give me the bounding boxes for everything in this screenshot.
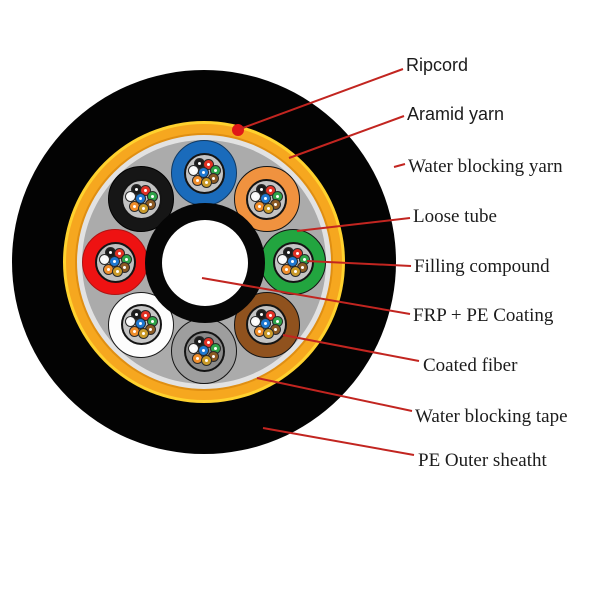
coated-fiber-dot (273, 191, 283, 201)
coated-fiber-dot (125, 317, 135, 327)
coated-fiber-dot (188, 165, 198, 175)
coated-fiber-dot (266, 185, 276, 195)
coated-fiber-dot (109, 256, 119, 266)
label-filling-compound: Filling compound (414, 256, 550, 277)
coated-fiber-dot (210, 165, 220, 175)
coated-fiber-dot (297, 262, 307, 272)
coated-fiber-dot (103, 264, 113, 274)
coated-fiber-dot (114, 248, 124, 258)
coated-fiber-dot (99, 254, 109, 264)
coated-fiber-dot (112, 266, 122, 276)
label-loose-tube: Loose tube (413, 206, 497, 227)
coated-fiber-dot (194, 336, 204, 346)
coated-fiber-dot (135, 193, 145, 203)
label-ripcord: Ripcord (406, 55, 469, 75)
coated-fiber-dot (192, 175, 202, 185)
coated-fiber-dot (271, 199, 281, 209)
coated-fiber-dot (264, 329, 274, 339)
coated-fiber-dot (188, 343, 198, 353)
coated-fiber-dot (138, 203, 148, 213)
coated-fiber-dot (198, 345, 208, 355)
coated-fiber-dot (283, 247, 293, 257)
coated-fiber-dot (255, 201, 265, 211)
coated-fiber-dot (257, 184, 267, 194)
coated-fiber-dot (203, 337, 213, 347)
coated-fiber-dot (210, 343, 220, 353)
coated-fiber-dot (131, 310, 141, 320)
coated-fiber-dot (131, 184, 141, 194)
coated-fiber-dot (273, 317, 283, 327)
coated-fiber-dot (201, 177, 211, 187)
coated-fiber-dot (201, 355, 211, 365)
coated-fiber-dot (121, 254, 131, 264)
coated-fiber-dot (135, 319, 145, 329)
coated-fiber-dot (290, 266, 300, 276)
coated-fiber-dot (255, 327, 265, 337)
coated-fiber-dot (147, 191, 157, 201)
coated-fiber-dot (129, 327, 139, 337)
coated-fiber-dot (261, 319, 271, 329)
coated-fiber-dot (119, 262, 129, 272)
coated-fiber-dot (264, 203, 274, 213)
coated-fiber-dot (277, 254, 287, 264)
coated-fiber-dot (138, 329, 148, 339)
coated-fiber-dot (192, 353, 202, 363)
coated-fiber-dot (251, 191, 261, 201)
coated-fiber-dot (105, 247, 115, 257)
coated-fiber-dot (208, 173, 218, 183)
coated-fiber-dot (261, 193, 271, 203)
coated-fiber-dot (129, 201, 139, 211)
coated-fiber-dot (251, 317, 261, 327)
coated-fiber-dot (147, 317, 157, 327)
label-coated-fiber: Coated fiber (423, 355, 518, 376)
label-aramid-yarn: Aramid yarn (407, 104, 505, 124)
coated-fiber-dot (281, 264, 291, 274)
coated-fiber-dot (208, 351, 218, 361)
label-water-blocking-yarn: Water blocking yarn (408, 156, 563, 177)
coated-fiber-dot (203, 159, 213, 169)
coated-fiber-dot (145, 199, 155, 209)
coated-fiber-dot (271, 325, 281, 335)
coated-fiber-dot (198, 167, 208, 177)
label-pe-outer-sheath: PE Outer sheatht (418, 450, 547, 471)
coated-fiber-dot (287, 256, 297, 266)
coated-fiber-dot (292, 248, 302, 258)
coated-fiber-dot (299, 254, 309, 264)
coated-fiber-dot (194, 158, 204, 168)
label-water-blocking-tape: Water blocking tape (415, 406, 568, 427)
coated-fiber-dot (140, 311, 150, 321)
label-frp-pe-coating: FRP + PE Coating (413, 305, 554, 326)
coated-fiber-dot (125, 191, 135, 201)
coated-fiber-dot (140, 185, 150, 195)
